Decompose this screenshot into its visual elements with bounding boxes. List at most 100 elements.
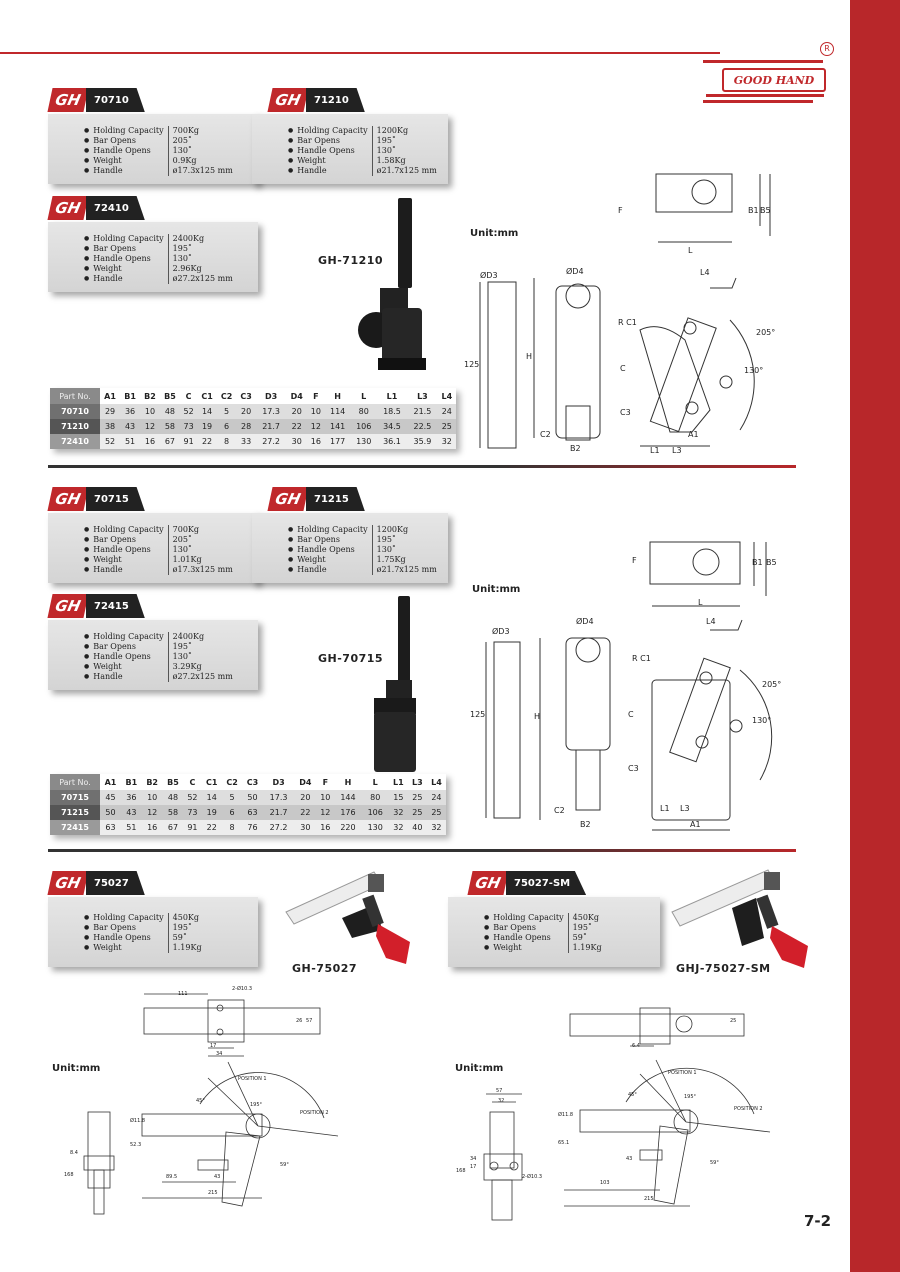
spec-value: 130˚ [167,545,237,555]
table-cell: 27.2 [262,820,295,835]
tech-drawing-75027-sm [483,1007,771,1221]
product-code: 71210 [306,88,365,112]
model-label: GH-75027 [292,962,358,975]
logo-stripe [706,94,824,97]
logo-stripe [703,100,813,103]
header-cell: B5 [162,774,184,790]
angle-45: 45° [628,1092,637,1098]
spec-key: Handle Opens [84,933,168,943]
dim-34: 34 [216,1051,223,1057]
dim-205: 205° [762,680,782,689]
header-cell: C3 [236,388,256,404]
table-cell: 45 [100,790,121,805]
spec-value: ø17.3x125 mm [167,166,237,176]
table-cell: 12 [316,805,335,820]
table-cell: 91 [183,820,202,835]
spec-value: 2400Kg [167,632,237,642]
spec-value: 450Kg [567,913,606,923]
header-cell: L4 [437,388,456,404]
unit-label: Unit:mm [52,1063,101,1074]
table-cell: 20 [294,790,317,805]
spec-key: Weight [84,555,168,565]
spec-value: 195˚ [167,244,237,254]
clamp-photo-gh-71210 [358,198,426,370]
gh-badge: GH [47,88,89,112]
table-cell: 48 [162,790,184,805]
table-cell: 24 [437,404,456,419]
table-cell: 48 [159,404,180,419]
table-cell: 30 [286,434,308,449]
spec-key: Handle [84,274,168,284]
table-cell: 18.5 [376,404,408,419]
dim-6-4: 6.4 [632,1043,640,1049]
table-cell: 32 [388,820,408,835]
dim-11-8: Ø11.8 [558,1112,574,1118]
tech-drawing-section2 [485,541,773,831]
table-cell: 130 [350,434,377,449]
header-cell: Part No. [50,388,100,404]
spec-key: Weight [84,156,168,166]
dim-125: 125 [470,710,486,719]
spec-value: 195˚ [371,136,441,146]
header-cell: A1 [100,774,121,790]
spec-value: ø21.7x125 mm [371,166,441,176]
table-cell: 25 [426,805,446,820]
position-2-label: POSITION 2 [300,1110,329,1116]
table-cell: 52 [183,790,202,805]
spec-value: 130˚ [167,146,237,156]
table-cell: 16 [140,434,160,449]
table-cell: 35.9 [407,434,438,449]
table-cell: 38 [100,419,121,434]
spec-value: 700Kg [167,525,237,535]
dim-215: 215 [644,1196,654,1202]
spec-key: Holding Capacity [84,126,168,136]
table-cell: 15 [388,790,408,805]
unit-label: Unit:mm [470,228,519,239]
dim-168: 168 [64,1172,74,1178]
dim-l4: L4 [706,617,716,626]
spec-value: ø17.3x125 mm [167,565,237,575]
table-cell: 17.3 [262,790,295,805]
section-divider [48,849,796,852]
product-code: 75027 [86,871,145,895]
table-cell: 10 [141,790,163,805]
unit-label: Unit:mm [455,1063,504,1074]
table-cell: 19 [201,805,222,820]
table-cell: 80 [350,404,377,419]
spec-key: Weight [288,156,372,166]
spec-value: 205˚ [167,535,237,545]
table-cell: 63 [100,820,121,835]
unit-label: Unit:mm [472,584,521,595]
dim-57: 57 [496,1088,503,1094]
position-1-label: POSITION 1 [668,1070,697,1076]
table-cell: 8 [221,820,243,835]
dim-c2: C2 [554,806,565,815]
dim-205: 205° [756,328,776,337]
table-cell: 32 [388,805,408,820]
table-cell: 36 [120,790,142,805]
header-cell: F [307,388,325,404]
product-code: 75027-SM [506,871,587,895]
spec-key: Handle [84,672,168,682]
table-cell: 43 [120,419,141,434]
product-code: 70710 [86,88,145,112]
header-cell: H [324,388,351,404]
table-cell: 80 [361,790,389,805]
header-cell: B2 [141,774,163,790]
dim-hole: 2-Ø10.3 [232,986,253,992]
dim-c1: R C1 [632,654,651,663]
spec-key: Handle Opens [288,545,372,555]
dim-103: 103 [600,1180,610,1186]
spec-value: 0.9Kg [167,156,237,166]
table-cell: 10 [316,790,335,805]
header-cell: D3 [255,388,287,404]
dim-125: 125 [464,360,480,369]
